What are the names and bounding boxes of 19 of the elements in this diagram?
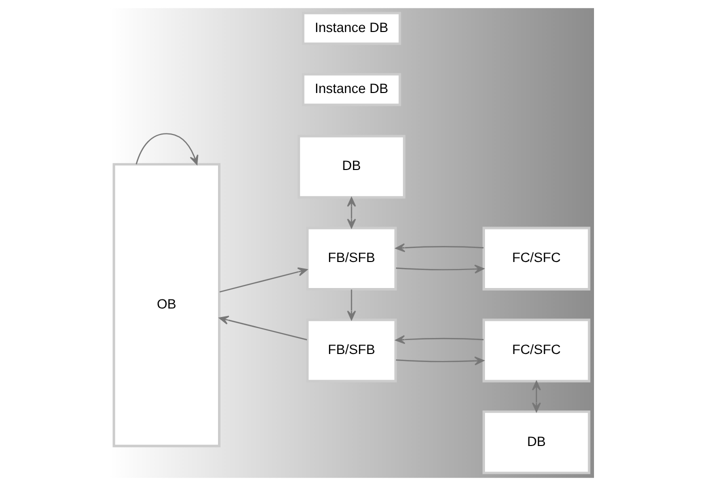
arrow [218, 316, 307, 340]
node-box: Instance DB [301, 73, 401, 106]
node-box: DB [297, 134, 405, 199]
node-box: Instance DB [301, 12, 401, 45]
arrow [218, 267, 308, 293]
node-box: DB [482, 410, 590, 474]
arrow [395, 264, 484, 274]
arrow [346, 197, 356, 228]
node-box: OB [112, 163, 220, 448]
node-box: FC/SFC [482, 226, 590, 290]
arrow [394, 335, 484, 344]
arrow [394, 243, 484, 252]
node-box: FB/SFB [306, 318, 396, 382]
arrow [346, 290, 356, 320]
arrow [531, 380, 540, 412]
node-box: FB/SFB [306, 226, 396, 290]
arrow [135, 133, 198, 165]
arrow [395, 356, 484, 366]
node-box: FC/SFC [482, 318, 590, 382]
